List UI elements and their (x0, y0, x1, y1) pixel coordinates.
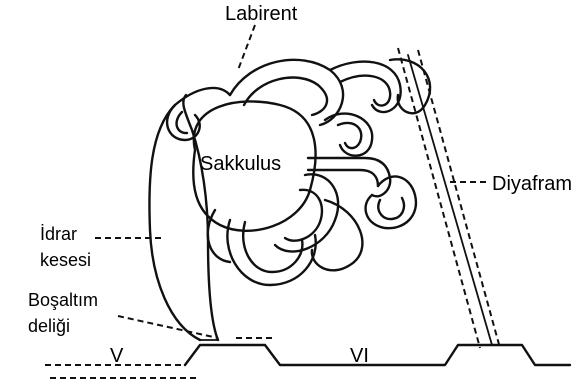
saccule (192, 100, 418, 232)
label-segment-vi: VI (350, 345, 369, 367)
bladder (148, 86, 232, 342)
label-labyrinth: Labirent (225, 3, 298, 25)
leader-lines (95, 24, 488, 339)
label-bladder-line1: İdrar (40, 224, 77, 244)
label-pore-line2: deliği (28, 316, 70, 336)
label-pore-line1: Boşaltım (28, 290, 98, 310)
label-diaphragm: Diyafram (492, 173, 572, 195)
label-saccule: Sakkulus (200, 153, 281, 175)
labyrinth-coils (165, 58, 432, 287)
diaphragm (397, 47, 501, 349)
segment-outline (45, 343, 572, 379)
label-segment-v: V (110, 345, 124, 367)
label-bladder-line2: kesesi (40, 250, 91, 270)
